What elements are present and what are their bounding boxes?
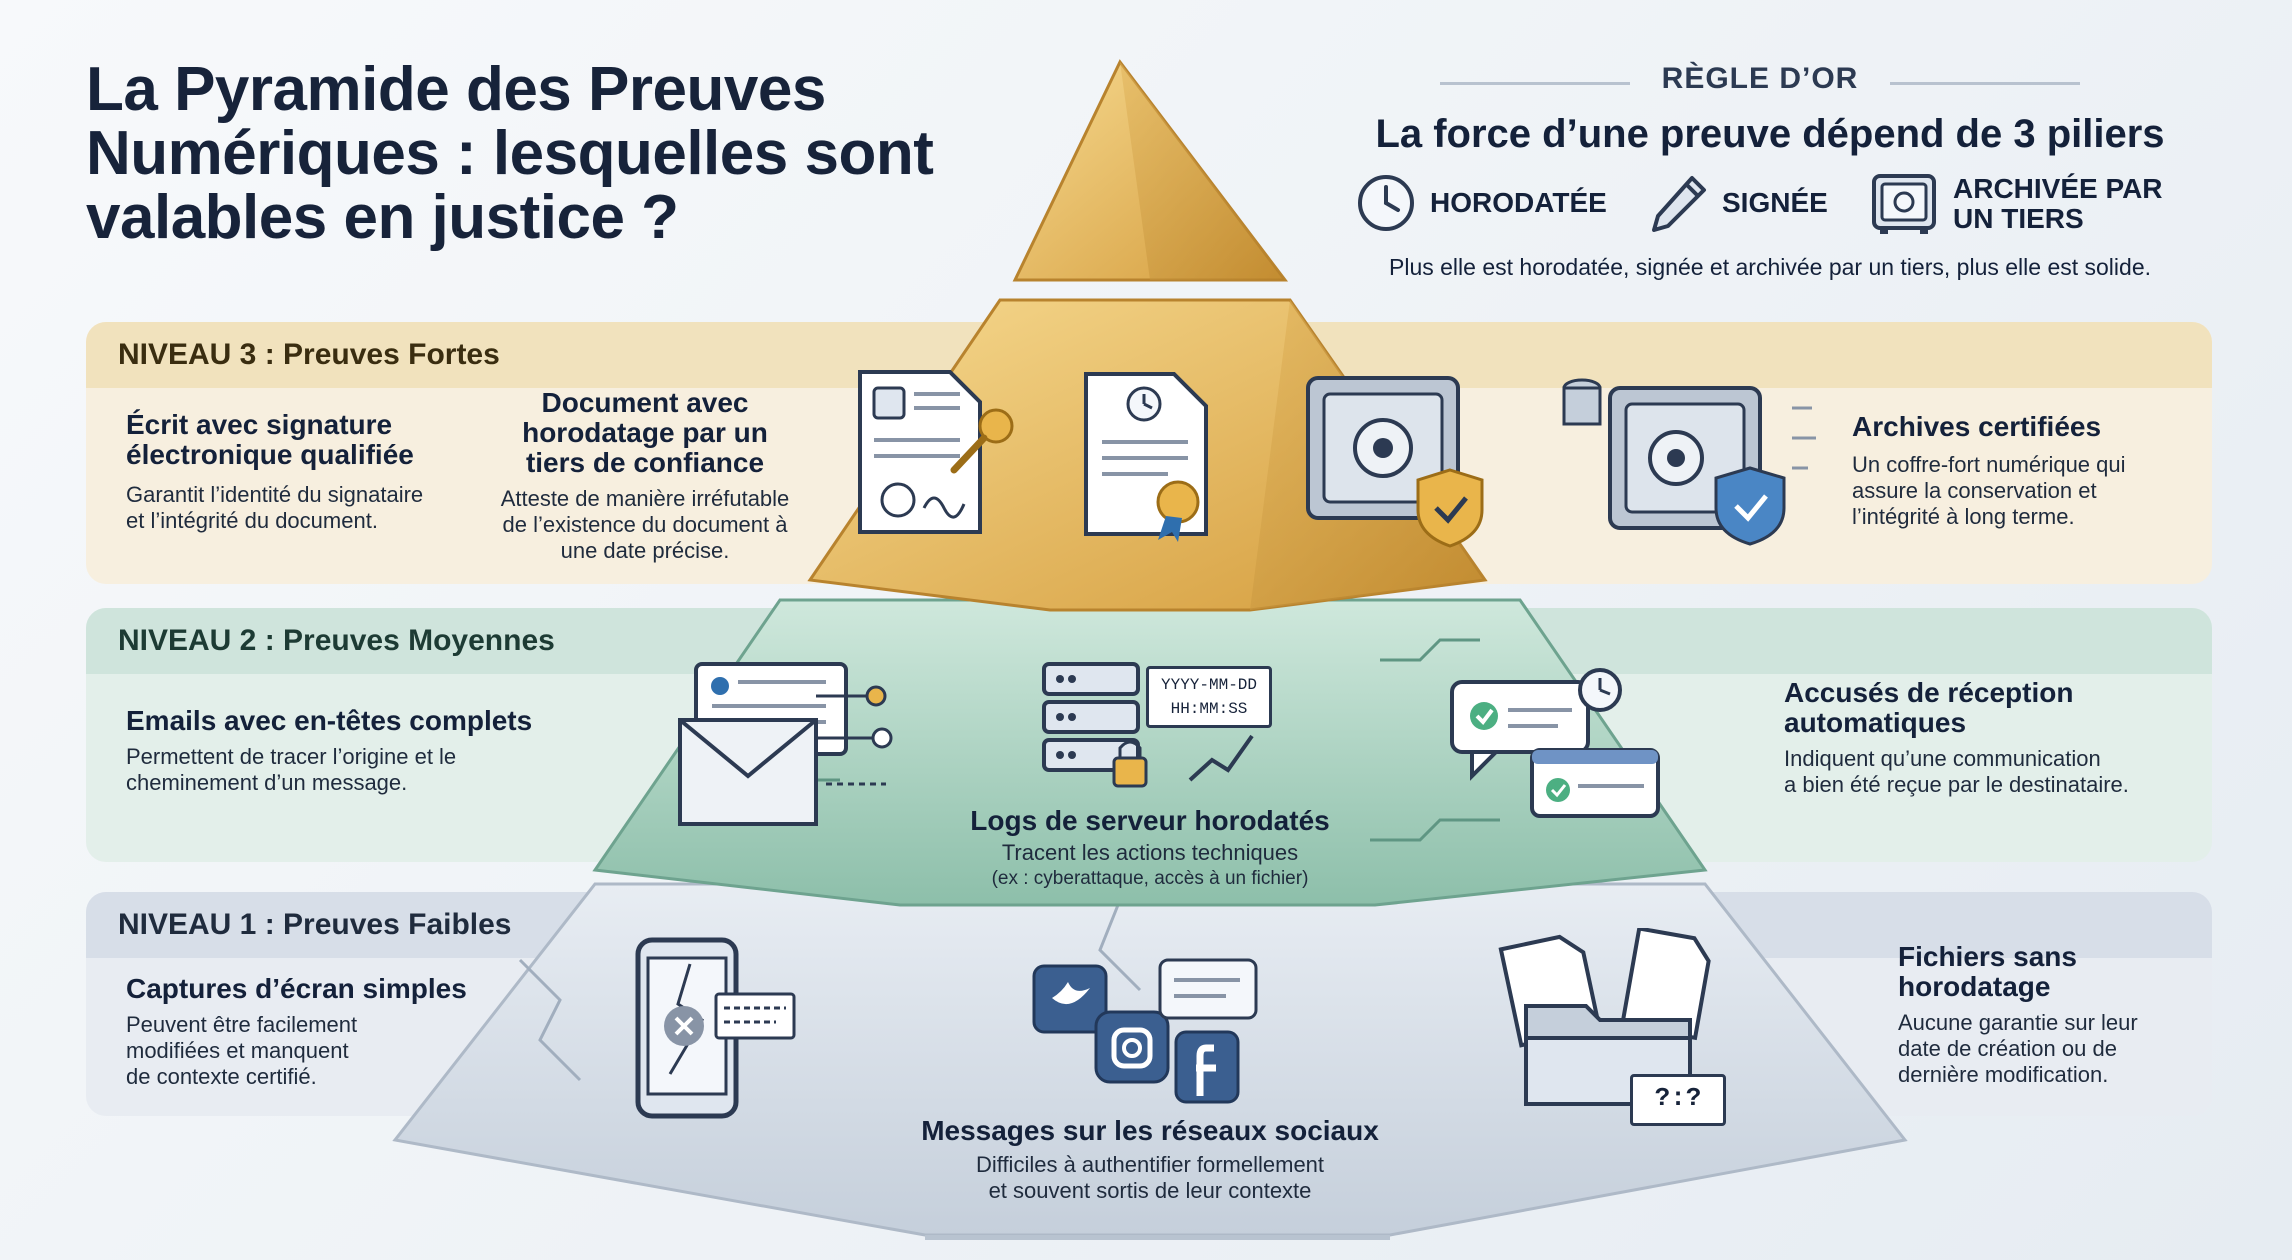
l1-item2-desc-1: Difficiles à authentifier formellement bbox=[975, 1152, 1325, 1177]
undated-files-icon bbox=[1498, 928, 1711, 1106]
title-line-1: La Pyramide des Preuves bbox=[86, 55, 826, 124]
l3-item3-desc-2: assure la conservation et bbox=[1852, 478, 2097, 503]
cracked-phone-icon bbox=[635, 937, 796, 1119]
l3-item2-desc-3: une date précise. bbox=[560, 538, 730, 563]
l3-item-horodatage: Document avec horodatage par un tiers de… bbox=[490, 388, 800, 564]
safe-icon bbox=[1872, 174, 1936, 234]
l1-item3-title-2: horodatage bbox=[1898, 971, 2051, 1002]
l3-item3-desc-3: l’intégrité à long terme. bbox=[1852, 504, 2075, 529]
log-stamp-time: HH:MM:SS bbox=[1170, 700, 1248, 718]
l2-item-accuses: Accusés de réception automatiques Indiqu… bbox=[1784, 678, 2184, 798]
l1-item1-title: Captures d’écran simples bbox=[126, 973, 467, 1004]
l1-item-social: Messages sur les réseaux sociaux Diffici… bbox=[860, 1116, 1440, 1204]
l1-item-captures: Captures d’écran simples Peuvent être fa… bbox=[126, 974, 486, 1090]
l3-item2-desc-1: Atteste de manière irréfutable bbox=[500, 486, 790, 511]
social-media-icons bbox=[1032, 958, 1258, 1104]
l3-item2-desc-2: de l’existence du document à bbox=[502, 512, 788, 537]
l2-item3-title-2: automatiques bbox=[1784, 707, 1967, 738]
l3-item2-title-3: tiers de confiance bbox=[525, 447, 765, 478]
pen-icon bbox=[1652, 176, 1706, 232]
l3-item1-title-1: Écrit avec signature bbox=[126, 409, 393, 440]
pillar-archivee: ARCHIVÉE PAR UN TIERS bbox=[1953, 174, 2163, 234]
l1-item1-desc-1: Peuvent être facilement bbox=[126, 1012, 358, 1037]
circuit-line-2 bbox=[1380, 638, 1480, 662]
email-icon bbox=[678, 662, 893, 826]
pillar-archivee-line-1: ARCHIVÉE PAR bbox=[1953, 173, 2163, 204]
l2-item-logs: Logs de serveur horodatés Tracent les ac… bbox=[900, 806, 1400, 892]
title-line-3: valables en justice ? bbox=[86, 183, 679, 252]
l3-item1-desc-1: Garantit l’identité du signataire bbox=[126, 482, 424, 507]
l2-item3-desc-2: a bien été reçue par le destinataire. bbox=[1784, 772, 2129, 797]
rule-headline: La force d’une preuve dépend de 3 pilier… bbox=[1375, 112, 2165, 156]
l3-item2-title-1: Document avec bbox=[541, 387, 749, 418]
rule-note: Plus elle est horodatée, signée et archi… bbox=[1389, 254, 2151, 280]
pyramid-green-tier bbox=[592, 598, 1708, 907]
l3-item2-title-2: horodatage par un bbox=[522, 417, 768, 448]
l3-item3-title: Archives certifiées bbox=[1852, 411, 2102, 442]
l2-item1-desc-2: cheminement d’un message. bbox=[126, 770, 408, 795]
certified-document-icon bbox=[1084, 372, 1208, 542]
l3-item3-desc-1: Un coffre-fort numérique qui bbox=[1852, 452, 2126, 477]
title-line-2: Numériques : lesquelles sont bbox=[86, 119, 934, 188]
l3-item-signature: Écrit avec signature électronique qualif… bbox=[126, 410, 486, 534]
l1-item2-desc-2: et souvent sortis de leur contexte bbox=[988, 1178, 1312, 1203]
timestamp-box: YYYY-MM-DD HH:MM:SS bbox=[1146, 666, 1272, 728]
rule-label: RÈGLE D’OR bbox=[1661, 62, 1859, 95]
pillar-archivee-line-2: UN TIERS bbox=[1953, 203, 2084, 234]
receipt-messages-icon bbox=[1450, 668, 1660, 818]
l2-item3-title-1: Accusés de réception bbox=[1784, 677, 2074, 708]
l3-item-archives: Archives certifiées Un coffre-fort numér… bbox=[1852, 412, 2192, 530]
rule-divider-left bbox=[1440, 82, 1630, 85]
rule-divider-right bbox=[1890, 82, 2080, 85]
l3-item1-desc-2: et l’intégrité du document. bbox=[126, 508, 378, 533]
l1-item2-title: Messages sur les réseaux sociaux bbox=[921, 1115, 1379, 1146]
pillar-horodatee: HORODATÉE bbox=[1430, 187, 1607, 218]
pyramid-stone-edge-face bbox=[925, 1235, 1390, 1240]
l1-item1-desc-2: modifiées et manquent bbox=[126, 1038, 349, 1063]
stone-crack-center bbox=[1098, 899, 1142, 992]
l2-item-emails: Emails avec en-têtes complets Permettent… bbox=[126, 706, 606, 796]
l2-item3-desc-1: Indiquent qu’une communication bbox=[1784, 746, 2101, 771]
page-title: La Pyramide des Preuves Numériques : les… bbox=[86, 58, 986, 250]
signed-document-icon bbox=[858, 370, 1014, 534]
l1-item3-desc-1: Aucune garantie sur leur bbox=[1898, 1010, 2138, 1035]
circuit-line-3 bbox=[1370, 818, 1500, 842]
unknown-date-badge: ?:? bbox=[1630, 1074, 1726, 1126]
l2-item1-desc-1: Permettent de tracer l’origine et le bbox=[126, 744, 457, 769]
stone-crack-left bbox=[518, 958, 582, 1082]
l1-item1-desc-3: de contexte certifié. bbox=[126, 1064, 317, 1089]
l2-item1-title: Emails avec en-têtes complets bbox=[126, 705, 533, 736]
l2-item2-desc-2: (ex : cyberattaque, accès à un fichier) bbox=[991, 868, 1309, 889]
digital-safe-icon bbox=[1306, 376, 1484, 548]
l2-item2-desc-1: Tracent les actions techniques bbox=[1001, 840, 1299, 865]
log-stamp-date: YYYY-MM-DD bbox=[1160, 676, 1257, 694]
pyramid-gold-tip-shade bbox=[1120, 62, 1285, 280]
server-logs-icon bbox=[1042, 662, 1254, 788]
l1-item3-desc-2: date de création ou de bbox=[1898, 1036, 2117, 1061]
clock-icon bbox=[1358, 175, 1414, 231]
l1-item-fichiers: Fichiers sans horodatage Aucune garantie… bbox=[1898, 942, 2188, 1088]
certified-archive-icon bbox=[1562, 378, 1816, 546]
l3-item1-title-2: électronique qualifiée bbox=[126, 439, 414, 470]
l2-item2-title: Logs de serveur horodatés bbox=[970, 805, 1330, 836]
l1-item3-title-1: Fichiers sans bbox=[1898, 941, 2077, 972]
pillar-signee: SIGNÉE bbox=[1722, 187, 1828, 218]
l1-item3-desc-3: dernière modification. bbox=[1898, 1062, 2109, 1087]
